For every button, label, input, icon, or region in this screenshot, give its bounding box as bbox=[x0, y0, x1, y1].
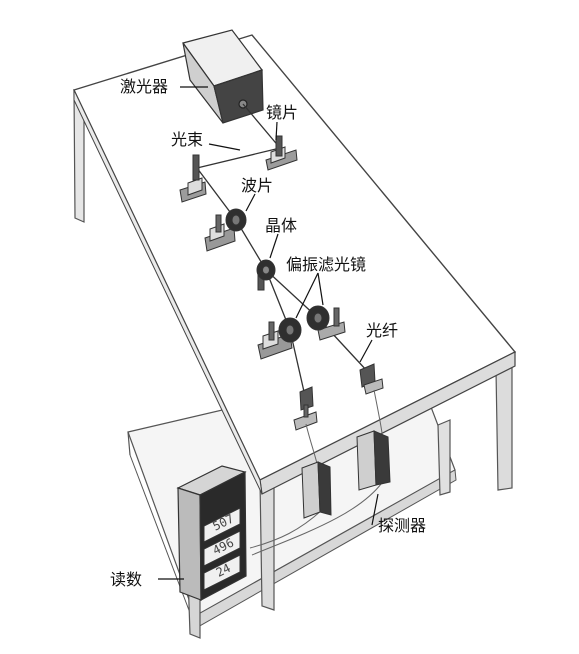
laser-device bbox=[182, 29, 264, 124]
readout-label: 读数 bbox=[110, 570, 143, 589]
crystal-mount bbox=[256, 259, 276, 291]
mirror-right bbox=[265, 135, 298, 171]
readout-value-3: 24 bbox=[214, 561, 233, 580]
polarizer-right bbox=[306, 305, 346, 341]
mirror-label: 镜片 bbox=[266, 103, 299, 122]
polarizer-left bbox=[257, 317, 302, 360]
readout-displays: 507 496 24 bbox=[203, 507, 241, 591]
detector-label: 探测器 bbox=[378, 516, 427, 535]
waveplate-mount bbox=[204, 208, 247, 252]
laser-label: 激光器 bbox=[120, 77, 169, 96]
fiber-coupler-right bbox=[359, 363, 384, 395]
fiber-label: 光纤 bbox=[366, 321, 399, 340]
polarizer-label: 偏振滤光镜 bbox=[286, 255, 367, 274]
leader-lines bbox=[158, 86, 379, 580]
beam-label: 光束 bbox=[171, 130, 204, 149]
detector-left bbox=[301, 461, 332, 519]
waveplate-label: 波片 bbox=[241, 176, 274, 195]
crystal-label: 晶体 bbox=[265, 216, 298, 235]
fiber-coupler-left bbox=[293, 386, 318, 431]
detector-right bbox=[356, 430, 391, 491]
table-top bbox=[73, 34, 517, 495]
mirror-left bbox=[179, 154, 207, 203]
